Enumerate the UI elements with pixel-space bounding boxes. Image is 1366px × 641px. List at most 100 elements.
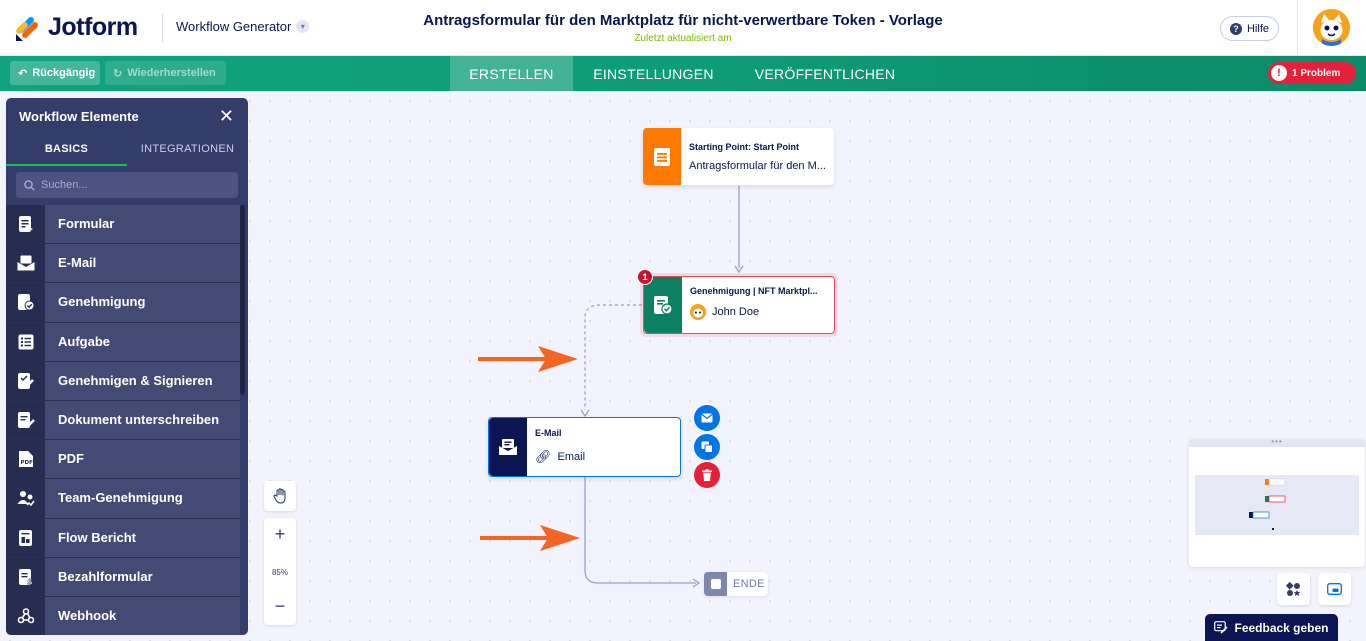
help-button[interactable]: ? Hilfe: [1220, 16, 1279, 41]
pan-tool-button[interactable]: [264, 481, 296, 511]
logo-text: Jotform: [48, 13, 138, 41]
approval-node-icon-box: [644, 277, 682, 333]
email-icon: [499, 439, 517, 455]
email-icon: [17, 255, 34, 271]
last-updated-text: Zuletzt aktualisiert am: [634, 33, 732, 44]
email-node-subtitle: Email: [557, 451, 586, 463]
form-icon: [654, 147, 670, 166]
app-switcher[interactable]: Workflow Generator ▾: [176, 19, 310, 34]
minimap-toggle-button[interactable]: [1318, 573, 1351, 605]
element-label: Dokument unterschreiben: [45, 400, 240, 440]
problem-label: 1 Problem: [1292, 67, 1341, 79]
sign-document-icon: [17, 412, 35, 429]
team-approval-icon: [17, 491, 35, 507]
assignee-name: John Doe: [712, 306, 760, 318]
element-list: Formular E-Mail Genehmigung Aufgabe Gene…: [6, 205, 240, 635]
panel-title: Workflow Elemente: [19, 108, 139, 124]
form-title-block: Antragsformular für den Marktplatz für n…: [340, 12, 1026, 44]
element-label: PDF: [45, 440, 240, 479]
zoom-controls: + 85% −: [264, 518, 296, 625]
zoom-out-button[interactable]: −: [274, 596, 286, 616]
warning-icon: !: [1271, 65, 1287, 81]
svg-text:PDF: PDF: [20, 460, 33, 466]
element-genehmigung[interactable]: Genehmigung: [6, 283, 240, 323]
error-count-badge: 1: [637, 269, 653, 285]
zoom-in-button[interactable]: +: [274, 524, 286, 544]
search-placeholder: Suchen...: [41, 179, 88, 191]
top-header: Jotform Workflow Generator ▾ Antragsform…: [0, 0, 1366, 56]
form-icon: [18, 216, 33, 233]
element-pdf[interactable]: PDF PDF: [6, 440, 240, 480]
avatar-cat-icon: [1313, 9, 1350, 46]
workflow-elements-panel: Workflow Elemente ✕ BASICS INTEGRATIONEN…: [6, 98, 248, 635]
element-label: Formular: [45, 205, 240, 244]
element-label: Aufgabe: [45, 322, 240, 361]
delete-button[interactable]: [694, 462, 720, 488]
email-settings-button[interactable]: [694, 405, 720, 431]
feedback-icon: [1214, 621, 1229, 634]
tab-erstellen[interactable]: ERSTELLEN: [450, 56, 573, 91]
shapes-icon: [1286, 581, 1301, 596]
approval-node[interactable]: Genehmigung | NFT Marktpl... John Doe: [643, 276, 835, 334]
undo-label: Rückgängig: [32, 67, 96, 79]
undo-button[interactable]: ↶ Rückgängig: [10, 61, 100, 85]
approval-icon: [17, 294, 34, 311]
chevron-down-icon: ▾: [296, 20, 310, 33]
element-genehmigen-signieren[interactable]: Genehmigen & Signieren: [6, 361, 240, 401]
minimap-nodes: [1249, 478, 1286, 530]
feedback-button[interactable]: Feedback geben: [1205, 614, 1338, 641]
element-label: Genehmigung: [45, 283, 240, 322]
email-node[interactable]: E-Mail 🔗︎ Email: [488, 417, 681, 477]
element-label: Bezahlformular: [45, 557, 240, 596]
page-title[interactable]: Antragsformular für den Marktplatz für n…: [423, 12, 943, 29]
element-dokument-unterschreiben[interactable]: Dokument unterschreiben: [6, 400, 240, 441]
element-aufgabe[interactable]: Aufgabe: [6, 322, 240, 362]
search-input[interactable]: Suchen...: [16, 172, 238, 198]
elements-toggle-button[interactable]: [1277, 573, 1310, 605]
problem-button[interactable]: ! 1 Problem: [1268, 62, 1356, 84]
start-node[interactable]: Starting Point: Start Point Antragsformu…: [643, 128, 834, 185]
app-switcher-label: Workflow Generator: [176, 19, 292, 34]
tab-einstellungen[interactable]: EINSTELLUNGEN: [593, 65, 714, 82]
duplicate-button[interactable]: [694, 434, 720, 460]
start-node-icon-box: [643, 128, 681, 185]
panel-header: Workflow Elemente ✕: [6, 98, 248, 134]
element-webhook[interactable]: Webhook: [6, 596, 240, 635]
redo-button[interactable]: ↻ Wiederherstellen: [105, 61, 226, 85]
tab-integrationen[interactable]: INTEGRATIONEN: [140, 143, 235, 155]
help-label: Hilfe: [1246, 22, 1269, 35]
avatar[interactable]: [1313, 9, 1350, 46]
payment-form-icon: $: [18, 568, 33, 586]
approve-sign-icon: [17, 372, 34, 389]
element-bezahlformular[interactable]: $ Bezahlformular: [6, 557, 240, 597]
minimap-drag-handle[interactable]: •••: [1189, 439, 1365, 447]
element-label: E-Mail: [45, 244, 240, 283]
close-icon[interactable]: ✕: [218, 106, 234, 126]
end-node[interactable]: ENDE: [704, 572, 768, 596]
element-formular[interactable]: Formular: [6, 205, 240, 245]
email-node-subtitle-row: 🔗︎ Email: [535, 449, 680, 465]
pdf-icon: PDF: [18, 451, 33, 468]
header-divider-right: [1297, 0, 1298, 56]
element-label: Team-Genehmigung: [45, 479, 240, 518]
task-list-icon: [18, 334, 33, 350]
start-node-subtitle: Antragsformular für den M...: [689, 160, 826, 172]
assignee-avatar-icon: [690, 304, 706, 320]
panel-tabs: BASICS INTEGRATIONEN: [6, 134, 248, 166]
element-e-mail[interactable]: E-Mail: [6, 244, 240, 284]
tab-basics[interactable]: BASICS: [6, 134, 127, 166]
element-label: Webhook: [45, 596, 240, 635]
end-node-icon-box: [704, 572, 727, 596]
email-node-icon-box: [489, 418, 527, 476]
element-team-genehmigung[interactable]: Team-Genehmigung: [6, 479, 240, 519]
envelope-icon: [701, 413, 713, 423]
tab-veroeffentlichen[interactable]: VERÖFFENTLICHEN: [754, 65, 896, 82]
jotform-logo[interactable]: Jotform: [14, 13, 138, 42]
element-flow-bericht[interactable]: Flow Bericht: [6, 518, 240, 558]
minimap[interactable]: •••: [1189, 439, 1365, 567]
duplicate-icon: [701, 441, 713, 453]
panel-scrollbar[interactable]: [240, 205, 245, 395]
trash-icon: [702, 469, 712, 481]
element-label: Genehmigen & Signieren: [45, 361, 240, 400]
jotform-logo-icon: [16, 16, 38, 41]
